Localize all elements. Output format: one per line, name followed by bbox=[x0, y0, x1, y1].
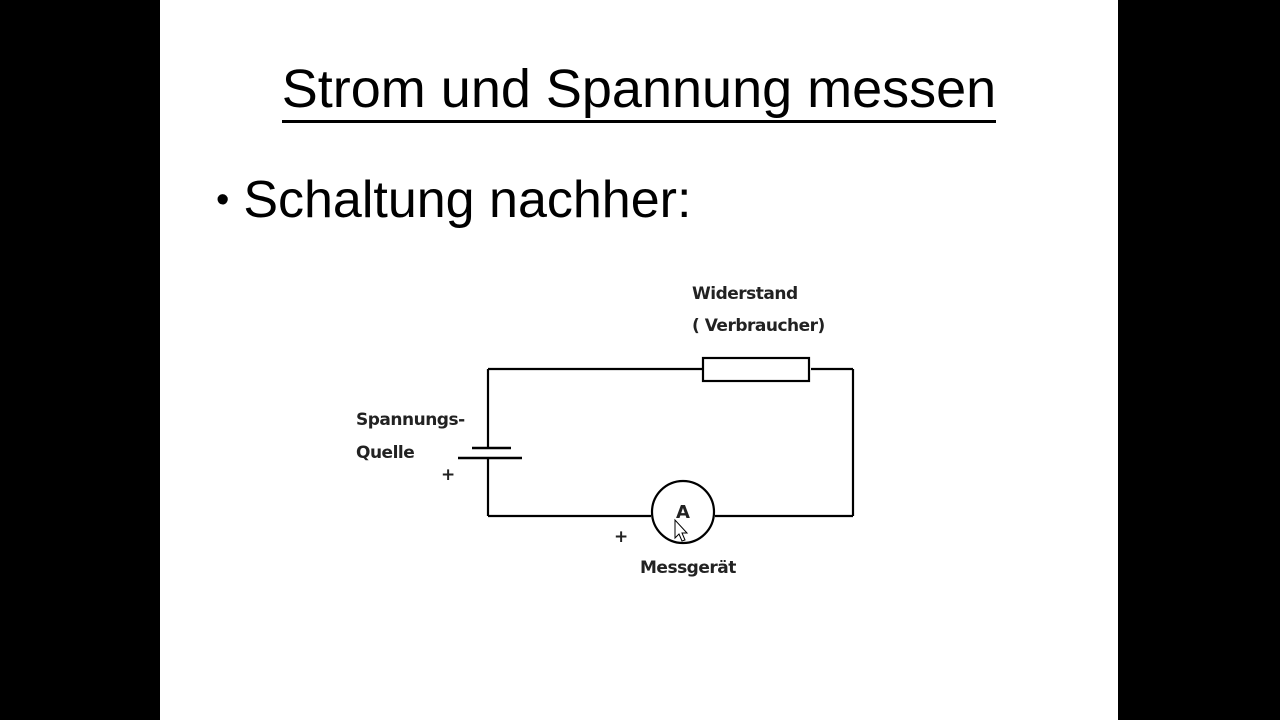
slide-title: Strom und Spannung messen bbox=[160, 54, 1118, 124]
source-label-line2: Quelle bbox=[356, 443, 414, 463]
meter-plus-sign: + bbox=[614, 527, 628, 547]
bullet-item: • Schaltung nachher: bbox=[216, 168, 691, 232]
source-plus-sign: + bbox=[441, 465, 455, 485]
slide-title-text: Strom und Spannung messen bbox=[281, 59, 997, 123]
presentation-slide: Strom und Spannung messen • Schaltung nac… bbox=[160, 0, 1118, 720]
resistor-label-line2: ( Verbraucher) bbox=[692, 316, 825, 336]
ammeter-symbol bbox=[650, 479, 716, 545]
resistor-label-line1: Widerstand bbox=[692, 284, 798, 304]
bullet-dot: • bbox=[216, 179, 230, 221]
meter-label: Messgerät bbox=[640, 558, 736, 578]
bullet-text: Schaltung nachher: bbox=[243, 171, 692, 229]
ammeter-letter: A bbox=[676, 502, 690, 523]
mouse-pointer-icon bbox=[674, 518, 689, 542]
resistor-symbol bbox=[701, 356, 811, 383]
source-label-line1: Spannungs- bbox=[356, 410, 465, 430]
circuit-diagram: A Widerstand ( Verbraucher) Spannungs- Q… bbox=[356, 284, 855, 578]
